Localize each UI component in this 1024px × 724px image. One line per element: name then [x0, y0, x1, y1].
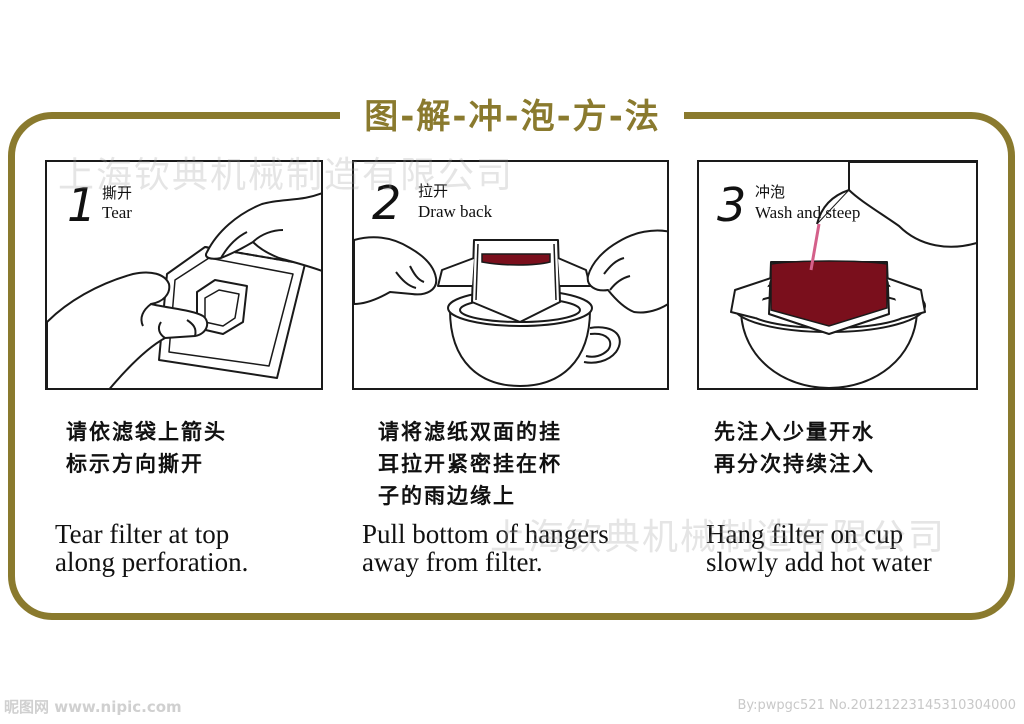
step-3-description-cn: 先注入少量开水 再分次持续注入	[714, 416, 875, 480]
description-line: Hang filter on cup	[706, 519, 904, 549]
title-char: 图	[364, 96, 400, 137]
step-2-label-cn: 拉开	[418, 182, 449, 200]
description-line: 子的雨边缘上	[378, 484, 516, 508]
description-line: Tear filter at top	[55, 519, 230, 549]
description-line: 再分次持续注入	[714, 452, 875, 476]
description-line: slowly add hot water	[706, 547, 932, 577]
description-line: 耳拉开紧密挂在杯	[378, 452, 562, 476]
draw-back-hangers-illustration	[354, 229, 667, 387]
title-char: 冲	[468, 96, 504, 137]
title-char: 方	[572, 96, 608, 137]
step-3-label-en: Wash and steep	[755, 203, 861, 222]
title-separator: -	[608, 96, 624, 137]
title-separator: -	[556, 96, 572, 137]
step-1-description-en: Tear filter at top along perforation.	[55, 520, 248, 576]
tear-packet-illustration	[47, 192, 321, 388]
title-area: 图-解-冲-泡-方-法	[340, 84, 684, 142]
watermark-bottom: 上海钦典机械制造有限公司	[490, 517, 947, 558]
step-1-label-en: Tear	[102, 203, 132, 222]
step-2-label-en: Draw back	[418, 202, 493, 221]
page-title: 图-解-冲-泡-方-法	[364, 89, 660, 138]
description-line: along perforation.	[55, 547, 249, 577]
step-2-description-cn: 请将滤纸双面的挂 耳拉开紧密挂在杯 子的雨边缘上	[378, 416, 562, 512]
title-separator: -	[400, 96, 416, 137]
step-2-number: 2	[372, 176, 402, 230]
step-2-panel: 2 拉开 Draw back	[352, 160, 669, 390]
step-1-label-cn: 撕开	[102, 184, 133, 202]
title-char: 解	[416, 96, 452, 137]
step-1-panel: 1 撕开 Tear	[45, 160, 323, 390]
step-1-description-cn: 请依滤袋上箭头 标示方向撕开	[66, 416, 227, 480]
title-separator: -	[452, 96, 468, 137]
step-3-panel: 3 冲泡 Wash and steep	[697, 160, 978, 390]
description-line: 先注入少量开水	[714, 420, 875, 444]
step-3-label-cn: 冲泡	[755, 183, 786, 201]
watermark-top: 上海钦典机械制造有限公司	[58, 155, 515, 196]
step-3-description-en: Hang filter on cup slowly add hot water	[706, 520, 932, 576]
description-line: 请依滤袋上箭头	[66, 420, 227, 444]
pour-water-illustration	[730, 162, 976, 388]
step-1-number: 1	[67, 178, 97, 232]
description-line: 请将滤纸双面的挂	[378, 420, 562, 444]
footer-image-id: By:pwpgc521 No.20121223145310304000	[737, 698, 1016, 713]
title-char: 法	[624, 96, 660, 137]
step-3-number: 3	[717, 178, 747, 232]
description-line: 标示方向撕开	[66, 452, 204, 476]
title-char: 泡	[520, 96, 556, 137]
step-2-description-en: Pull bottom of hangers away from filter.	[362, 520, 609, 576]
footer-site-credit: 昵图网 www.nipic.com	[4, 698, 182, 716]
description-line: Pull bottom of hangers	[362, 519, 609, 549]
description-line: away from filter.	[362, 547, 543, 577]
title-separator: -	[504, 96, 520, 137]
